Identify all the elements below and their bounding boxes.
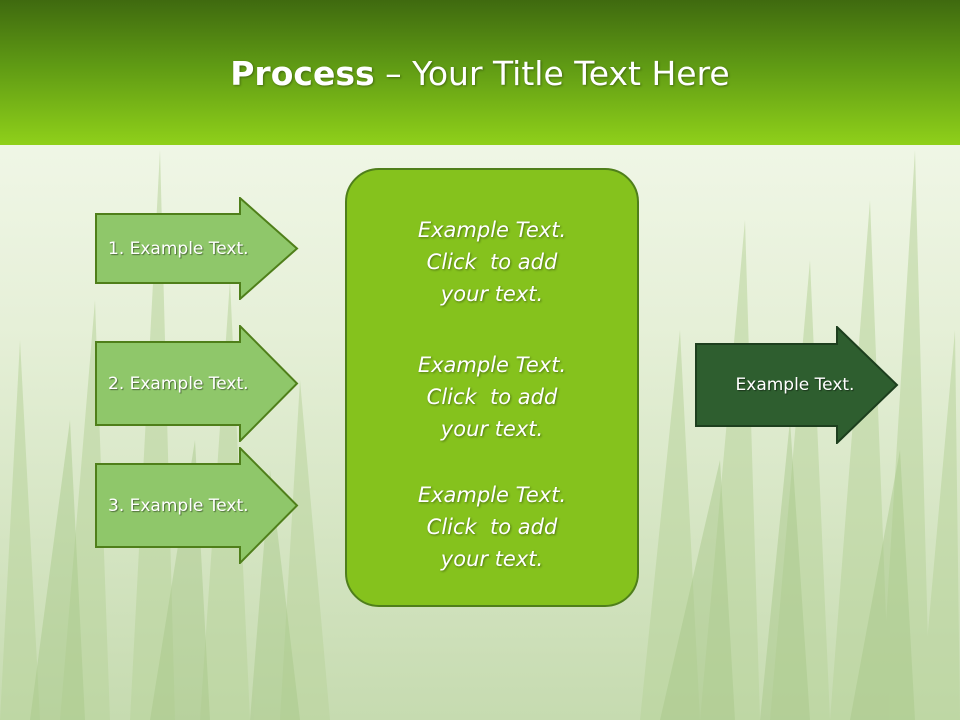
center-process-box[interactable]: Example Text. Click to add your text. Ex… [345,168,639,607]
center-paragraph-1: Example Text. Click to add your text. [417,218,567,306]
output-arrow[interactable]: Example Text. [695,326,900,444]
input-arrow-2[interactable]: 2. Example Text. [95,325,300,442]
center-paragraph-3: Example Text. Click to add your text. [417,483,567,571]
arrow-shape [95,325,299,442]
slide-title[interactable]: Process – Your Title Text Here [0,52,960,96]
input-arrow-label: 2. Example Text. [108,373,249,394]
input-arrow-label: 3. Example Text. [108,495,249,516]
input-arrow-1[interactable]: 1. Example Text. [95,197,300,300]
title-bar [0,0,960,145]
output-arrow-label: Example Text. [735,375,855,395]
input-arrow-3[interactable]: 3. Example Text. [95,447,300,564]
arrow-shape [695,326,899,444]
title-bold: Process [230,54,375,93]
input-arrow-label: 1. Example Text. [108,238,249,259]
arrow-shape [95,197,299,300]
title-rest: – Your Title Text Here [374,54,730,93]
center-paragraph-2: Example Text. Click to add your text. [417,353,567,441]
arrow-shape [95,447,299,564]
